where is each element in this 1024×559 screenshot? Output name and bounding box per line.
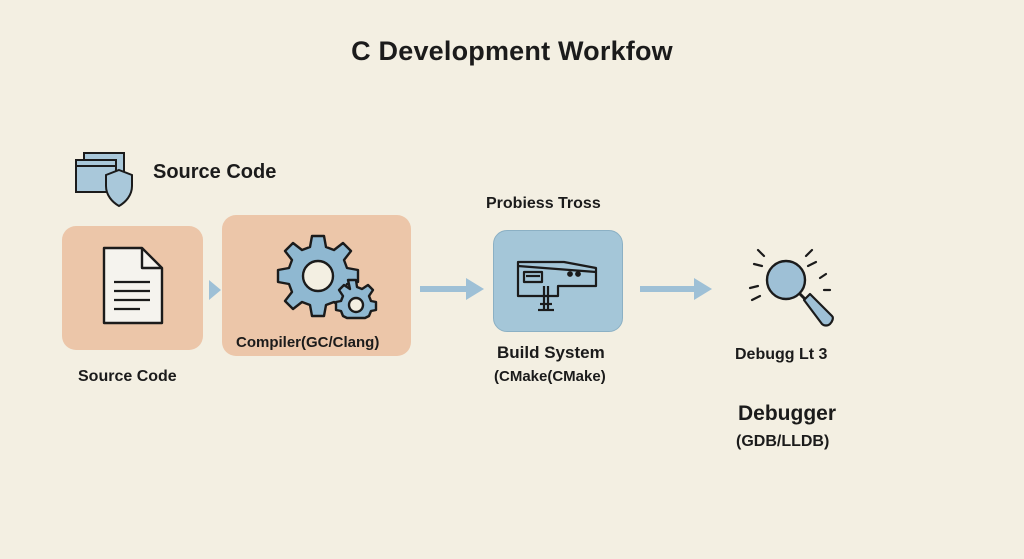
diagram-title: C Development Workfow: [351, 36, 673, 66]
build-system-sublabel: (CMake(CMake): [494, 368, 606, 385]
build-system-label: Build System: [497, 343, 605, 362]
debugger-sublabel: (GDB/LLDB): [736, 433, 830, 450]
source-shield-icon: [72, 152, 140, 210]
debugger-label: Debugger: [738, 402, 837, 425]
magnifier-icon: [746, 244, 838, 328]
debugger-top-label: Debugg Lt 3: [735, 346, 828, 363]
machine-icon: [512, 252, 604, 314]
arrow-1: [205, 278, 223, 302]
document-icon: [96, 246, 168, 326]
arrow-2: [420, 276, 486, 302]
gears-icon: [268, 232, 380, 324]
build-top-label: Probiess Tross: [486, 195, 601, 212]
source-code-label: Source Code: [78, 368, 177, 385]
compiler-label: Compiler(GC/Clang): [236, 334, 380, 351]
arrow-3: [640, 276, 714, 302]
header-source-label: Source Code: [153, 161, 277, 183]
